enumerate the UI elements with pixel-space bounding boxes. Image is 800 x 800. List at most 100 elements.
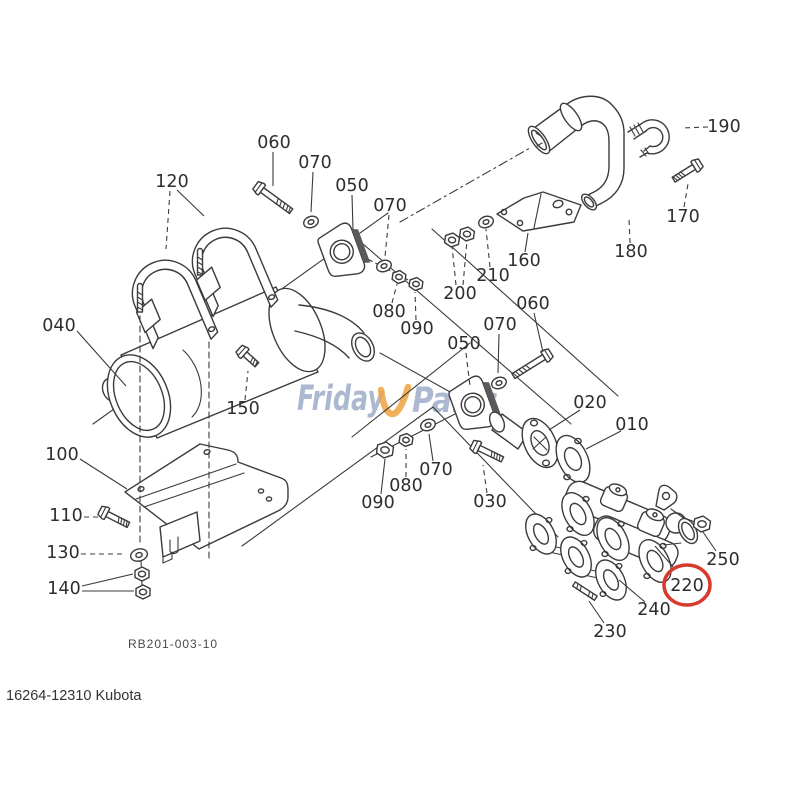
- clamp-bolt-top: [252, 180, 294, 215]
- leader-line-210: [485, 228, 491, 268]
- leader-line-070: [497, 333, 500, 374]
- tail-pipe: [527, 95, 625, 211]
- leader-lines: [76, 126, 717, 624]
- leader-line-060: [533, 312, 544, 353]
- washer-lower: [491, 376, 507, 390]
- part-label-040: 040: [42, 316, 75, 336]
- part-label-010: 010: [615, 415, 648, 435]
- muffler-holder-top: [317, 222, 371, 277]
- part-label-050: 050: [447, 334, 480, 354]
- part-label-220: 220: [670, 576, 703, 596]
- drawing-reference-code: RB201-003-10: [128, 637, 218, 651]
- construction-lines: [92, 147, 619, 547]
- leader-line-070: [428, 433, 434, 462]
- leader-line-200: [462, 239, 468, 286]
- bracket-washer-210: [478, 215, 494, 229]
- part-label-090: 090: [361, 493, 394, 513]
- bracket-nut-a: [443, 232, 461, 248]
- leader-line-050: [465, 352, 471, 387]
- muffler-bracket: [124, 443, 289, 564]
- manifold-stud: [571, 581, 598, 601]
- leader-line-010: [585, 430, 622, 450]
- leader-line-090: [380, 458, 386, 495]
- watermark-text-friday: Friday: [297, 379, 386, 419]
- part-label-080: 080: [372, 302, 405, 322]
- part-label-170: 170: [666, 207, 699, 227]
- outlet-pipe-flange: [488, 411, 559, 469]
- leader-line-170: [683, 183, 689, 208]
- part-label-180: 180: [614, 242, 647, 262]
- muffler-outlet-sleeve: [351, 332, 375, 362]
- part-label-080: 080: [389, 476, 422, 496]
- leader-line-090: [414, 291, 417, 321]
- part-label-050: 050: [335, 176, 368, 196]
- watermark-swoosh-icon: [377, 383, 412, 418]
- muffler-holder-mid: [448, 375, 502, 430]
- part-label-190: 190: [707, 117, 740, 137]
- leader-line-020: [548, 409, 581, 431]
- leader-line-030: [482, 464, 488, 494]
- part-label-100: 100: [45, 445, 78, 465]
- part-label-240: 240: [637, 600, 670, 620]
- part-label-200: 200: [443, 284, 476, 304]
- leader-line-190: [681, 126, 709, 129]
- washer-top: [303, 215, 319, 229]
- part-label-020: 020: [573, 393, 606, 413]
- leader-line-180: [628, 217, 631, 244]
- leader-line-070: [310, 171, 314, 213]
- leader-line-050: [351, 194, 354, 231]
- bracket-bolt: [97, 505, 131, 529]
- leader-line-160: [524, 232, 529, 253]
- bracket-nut-2: [135, 584, 151, 600]
- clamp-stud-left: [136, 282, 144, 313]
- leader-line-140: [81, 573, 134, 587]
- part-label-070: 070: [483, 315, 516, 335]
- washer-mid-right: [376, 259, 392, 273]
- part-label-060: 060: [516, 294, 549, 314]
- manifold-boss-1: [599, 483, 629, 513]
- bracket-washer: [129, 548, 149, 562]
- part-label-250: 250: [706, 550, 739, 570]
- leader-line-100: [79, 458, 128, 490]
- leader-line-200: [451, 245, 457, 286]
- part-label-210: 210: [476, 266, 509, 286]
- part-label-160: 160: [507, 251, 540, 271]
- nut-080-top: [391, 269, 407, 285]
- exhaust-manifold: [561, 480, 699, 583]
- u-bolt: [627, 119, 670, 158]
- leader-line-040: [76, 330, 127, 387]
- pipe-bracket: [496, 191, 582, 232]
- highlight-circle: [662, 563, 712, 607]
- leader-line-120: [165, 190, 171, 250]
- part-number-labels: 0401200600700500700800901901701801602102…: [42, 117, 740, 642]
- flange-bolt: [469, 439, 505, 463]
- part-label-110: 110: [49, 506, 82, 526]
- part-label-140: 140: [47, 579, 80, 599]
- leader-line-220: [654, 545, 675, 569]
- manifold-nut: [692, 515, 712, 533]
- part-label-070: 070: [298, 153, 331, 173]
- part-label-060: 060: [257, 133, 290, 153]
- part-label-230: 230: [593, 622, 626, 642]
- muffler-body: [101, 286, 375, 439]
- part-label-150: 150: [226, 399, 259, 419]
- nut-090-mid: [375, 441, 395, 459]
- manifold-port-1: [561, 492, 595, 536]
- nut-090-top: [408, 276, 424, 292]
- manifold-port-2: [596, 517, 630, 561]
- part-label-090: 090: [400, 319, 433, 339]
- leader-line-070: [384, 214, 390, 258]
- leader-line-250: [702, 531, 717, 552]
- bracket-nut-1: [134, 566, 150, 582]
- washer-mid: [420, 418, 436, 432]
- bracket-nut-b: [458, 226, 476, 242]
- part-number-caption: 16264-12310 Kubota: [6, 688, 142, 704]
- part-label-070: 070: [373, 196, 406, 216]
- nut-080-mid: [398, 432, 414, 448]
- part-label-130: 130: [46, 543, 79, 563]
- manifold-gasket: [525, 513, 627, 601]
- clamp-stud-right: [196, 247, 204, 276]
- part-label-030: 030: [473, 492, 506, 512]
